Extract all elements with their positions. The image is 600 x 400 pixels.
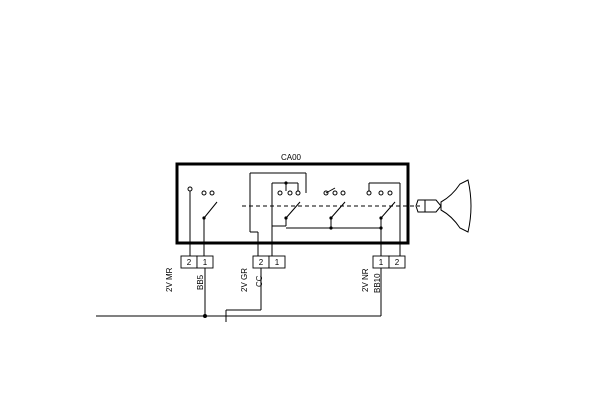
- external-wiring: [96, 268, 382, 322]
- connector-left: 2 1: [180, 255, 214, 269]
- svg-text:2: 2: [187, 258, 192, 267]
- connector-right: 1 2: [372, 255, 406, 269]
- component-housing: [175, 162, 410, 245]
- svg-text:1: 1: [379, 258, 384, 267]
- wire-label-bb10: BB10: [373, 273, 382, 293]
- switch-bank: [249, 172, 401, 256]
- svg-text:2: 2: [259, 258, 264, 267]
- push-button-actuator: [415, 179, 472, 233]
- wire-label-2v-mr: 2V MR: [165, 267, 174, 292]
- wire-label-2v-gr: 2V GR: [240, 268, 249, 292]
- connector-middle: 2 1: [252, 255, 286, 269]
- svg-text:1: 1: [203, 258, 208, 267]
- wire-label-bb5: BB5: [196, 274, 205, 290]
- switch-left: [187, 186, 218, 256]
- wire-label-2v-nr: 2V NR: [361, 268, 370, 292]
- wire-label-cc: CC: [255, 275, 264, 287]
- svg-text:2: 2: [395, 258, 400, 267]
- svg-text:1: 1: [275, 258, 280, 267]
- component-label: CA00: [281, 153, 302, 162]
